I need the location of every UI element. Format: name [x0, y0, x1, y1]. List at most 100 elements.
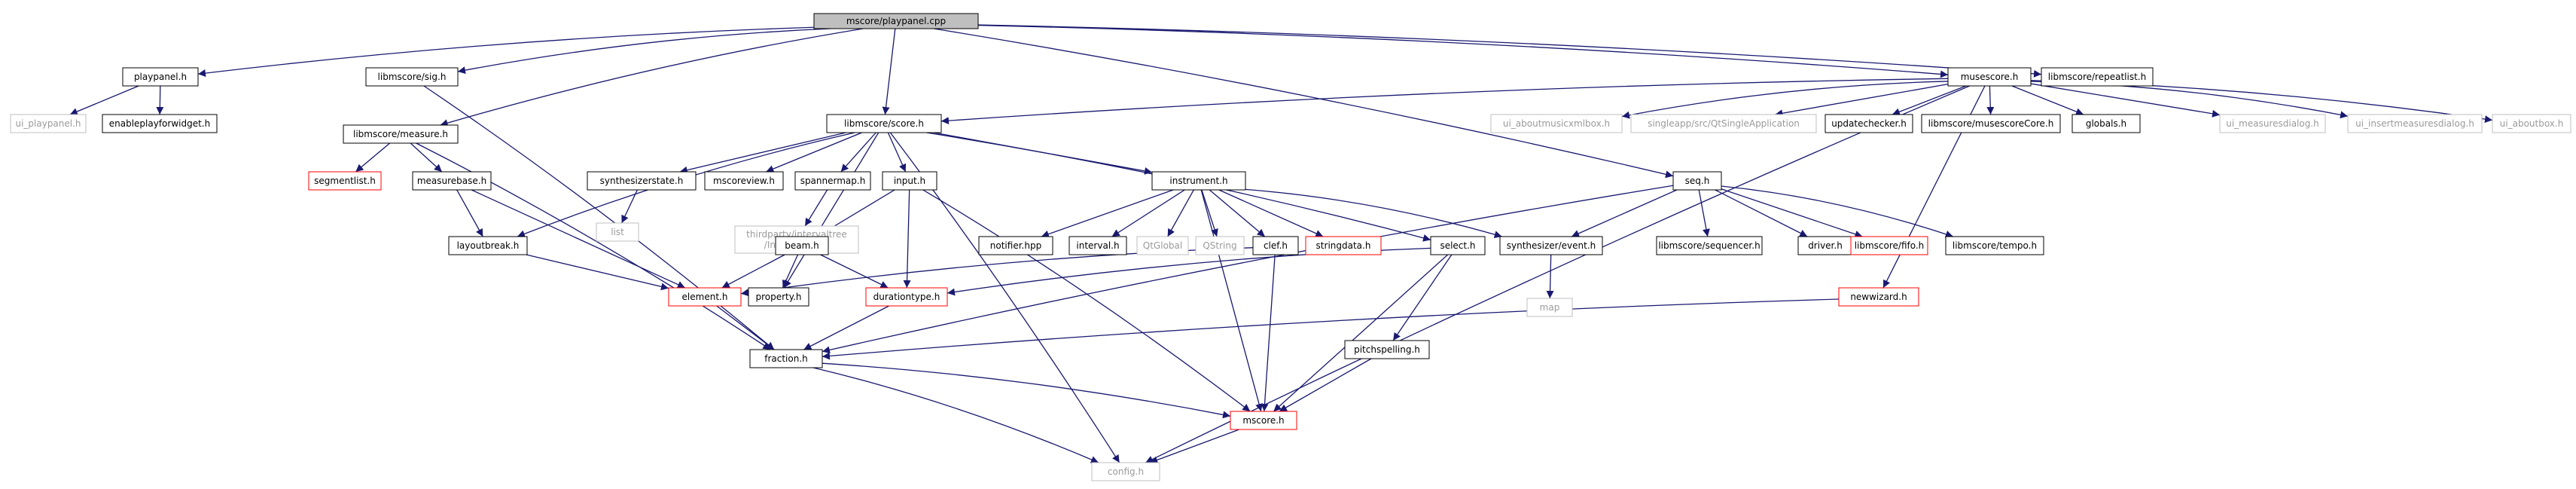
- node-beam[interactable]: beam.h: [775, 236, 829, 255]
- node-beam-label: beam.h: [785, 240, 819, 251]
- node-layoutbreak-label: layoutbreak.h: [457, 240, 520, 251]
- node-tempo-label: libmscore/tempo.h: [1953, 240, 2037, 251]
- node-select-box: [1430, 236, 1486, 255]
- node-input[interactable]: input.h: [882, 171, 937, 191]
- node-fraction[interactable]: fraction.h: [749, 349, 823, 368]
- edge-score-to-spannermap: [840, 132, 876, 173]
- node-ui_playpanel-label: ui_playpanel.h: [15, 118, 81, 129]
- edge-seq-to-fraction: [822, 185, 1674, 354]
- node-sig[interactable]: libmscore/sig.h: [365, 67, 459, 87]
- node-list-box: [596, 222, 639, 242]
- node-clef-label: clef.h: [1264, 240, 1288, 251]
- edge-seq-to-sequencer: [1698, 189, 1710, 237]
- edge-input-to-mscore: [922, 189, 1251, 412]
- edge-synthstate-to-list: [621, 189, 638, 224]
- node-stringdata-box: [1305, 236, 1382, 255]
- edge-measure-to-fraction: [416, 142, 771, 350]
- node-synthstate-box: [587, 171, 697, 191]
- node-sequencer[interactable]: libmscore/sequencer.h: [1656, 236, 1763, 255]
- edge-musescore-to-musescorecore: [1986, 85, 1995, 115]
- node-measurebase[interactable]: measurebase.h: [412, 171, 492, 191]
- node-property[interactable]: property.h: [748, 287, 809, 307]
- edge-select-to-pitchspelling: [1392, 254, 1453, 341]
- node-score[interactable]: libmscore/score.h: [826, 114, 942, 133]
- node-driver[interactable]: driver.h: [1797, 236, 1853, 255]
- node-layoutbreak[interactable]: layoutbreak.h: [448, 236, 528, 255]
- node-select[interactable]: select.h: [1430, 236, 1486, 255]
- node-fraction-label: fraction.h: [764, 353, 808, 364]
- node-tempo-box: [1945, 236, 2044, 255]
- edge-score-to-synthstate: [679, 132, 846, 174]
- node-repeatlist[interactable]: libmscore/repeatlist.h: [2041, 67, 2154, 87]
- edge-instrument-to-qstring: [1201, 189, 1218, 237]
- node-musescore-box: [1947, 67, 2032, 87]
- node-synthevent[interactable]: synthesizer/event.h: [1499, 236, 1603, 255]
- node-root[interactable]: mscore/playpanel.cpp: [813, 13, 979, 29]
- node-qstring: QString: [1195, 236, 1245, 255]
- node-repeatlist-box: [2041, 67, 2154, 87]
- node-root-label: mscore/playpanel.cpp: [846, 16, 946, 26]
- node-segmentlist[interactable]: segmentlist.h: [308, 171, 382, 191]
- edge-musescore-to-qtsingleapp: [1775, 84, 1949, 118]
- node-seq[interactable]: seq.h: [1672, 171, 1722, 191]
- node-stringdata[interactable]: stringdata.h: [1305, 236, 1382, 255]
- node-globals[interactable]: globals.h: [2071, 114, 2141, 133]
- node-segmentlist-box: [308, 171, 382, 191]
- node-playpanel-box: [122, 67, 199, 87]
- node-tempo[interactable]: libmscore/tempo.h: [1945, 236, 2044, 255]
- node-notifier[interactable]: notifier.hpp: [978, 236, 1053, 255]
- node-pitchspelling[interactable]: pitchspelling.h: [1344, 340, 1430, 359]
- node-qtsingleapp-label: singleapp/src/QtSingleApplication: [1648, 118, 1800, 129]
- node-fifo-box: [1850, 236, 1928, 255]
- node-pitchspelling-box: [1344, 340, 1430, 359]
- edge-instrument-to-notifier: [1041, 189, 1174, 238]
- edge-select-to-mscore: [1273, 254, 1449, 412]
- node-clef[interactable]: clef.h: [1252, 236, 1299, 255]
- node-ui_insertmeasures-box: [2347, 114, 2483, 133]
- edge-seq-to-driver: [1715, 189, 1808, 237]
- edge-musescore-to-ui_aboutmusicxml: [1621, 81, 1949, 119]
- node-property-label: property.h: [755, 292, 801, 302]
- node-fifo[interactable]: libmscore/fifo.h: [1850, 236, 1928, 255]
- node-mscore[interactable]: mscore.h: [1230, 411, 1297, 430]
- node-qstring-box: [1195, 236, 1245, 255]
- node-notifier-label: notifier.hpp: [990, 240, 1041, 251]
- node-ui_aboutbox: ui_aboutbox.h: [2492, 114, 2571, 133]
- node-score-label: libmscore/score.h: [844, 118, 924, 129]
- node-qtglobal-box: [1136, 236, 1189, 255]
- edge-instrument-to-interval: [1111, 189, 1185, 237]
- node-segmentlist-label: segmentlist.h: [314, 176, 376, 186]
- node-synthstate[interactable]: synthesizerstate.h: [587, 171, 697, 191]
- node-select-label: select.h: [1440, 240, 1475, 251]
- node-newwizard[interactable]: newwizard.h: [1838, 287, 1919, 307]
- node-musescorecore[interactable]: libmscore/musescoreCore.h: [1921, 114, 2061, 133]
- node-updatechecker-box: [1825, 114, 1913, 133]
- node-map: map: [1526, 298, 1573, 317]
- node-element[interactable]: element.h: [668, 287, 742, 307]
- edge-instrument-to-synthevent: [1245, 188, 1502, 239]
- edge-score-to-mscoreview: [766, 132, 862, 173]
- node-input-label: input.h: [894, 176, 925, 186]
- node-property-box: [748, 287, 809, 307]
- node-beam-box: [775, 236, 829, 255]
- node-enableplay[interactable]: enableplayforwidget.h: [102, 114, 218, 133]
- node-measure[interactable]: libmscore/measure.h: [343, 124, 459, 144]
- node-synthevent-label: synthesizer/event.h: [1507, 240, 1596, 251]
- node-musescore[interactable]: musescore.h: [1947, 67, 2032, 87]
- edge-input-to-durationtype: [903, 189, 911, 289]
- node-qtglobal: QtGlobal: [1136, 236, 1189, 255]
- node-seq-label: seq.h: [1685, 176, 1710, 186]
- edge-root-to-playpanel: [197, 26, 815, 77]
- node-updatechecker[interactable]: updatechecker.h: [1825, 114, 1913, 133]
- node-mscoreview[interactable]: mscoreview.h: [704, 171, 784, 191]
- node-instrument[interactable]: instrument.h: [1151, 171, 1246, 191]
- node-playpanel[interactable]: playpanel.h: [122, 67, 199, 87]
- node-interval-box: [1069, 236, 1127, 255]
- edge-root-to-score: [882, 28, 896, 115]
- node-map-box: [1526, 298, 1573, 317]
- node-spannermap[interactable]: spannermap.h: [794, 171, 871, 191]
- node-interval[interactable]: interval.h: [1069, 236, 1127, 255]
- node-durationtype[interactable]: durationtype.h: [865, 287, 948, 307]
- node-enableplay-box: [102, 114, 218, 133]
